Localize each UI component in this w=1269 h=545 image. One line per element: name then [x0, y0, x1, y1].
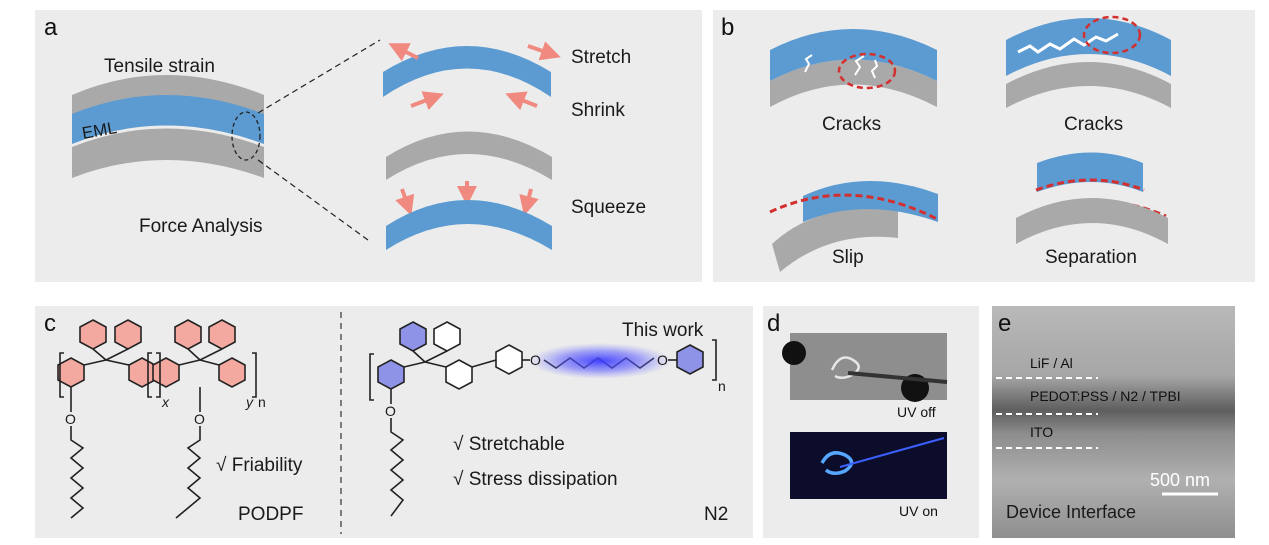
oxygen-label-1: O — [65, 411, 76, 427]
cracks2-highlight — [1082, 15, 1142, 55]
podpf-bracket-mid-2 — [147, 352, 152, 398]
panel-d-label: d — [767, 310, 781, 337]
pedot-label: PEDOT:PSS / N2 / TPBI — [1030, 388, 1181, 404]
scale-bar-label: 500 nm — [1150, 470, 1211, 490]
cracks1-crack-c — [870, 59, 879, 79]
podpf-bracket-mid-1 — [156, 352, 161, 398]
uv-off-label: UV off — [897, 404, 936, 420]
podpf-label: PODPF — [238, 504, 304, 525]
strain-layer-eml — [72, 95, 264, 144]
uv-off-device — [830, 356, 860, 379]
squeeze-arrow-3 — [519, 188, 539, 216]
stretch-arrow-left — [388, 43, 419, 62]
cracks2-crack — [1017, 32, 1119, 54]
separation-label: Separation — [1045, 247, 1137, 268]
tensile-strain-label: Tensile strain — [104, 56, 215, 77]
oxygen-label-3: O — [385, 403, 396, 419]
oxygen-label-5: O — [657, 352, 668, 368]
ito-label: ITO — [1030, 424, 1054, 440]
shrink-arrow-right — [505, 91, 538, 111]
lif-al-label: LiF / Al — [1030, 355, 1073, 371]
uv-on-label: UV on — [899, 503, 938, 519]
squeeze-gray-layer — [386, 131, 552, 180]
photo-uv-on — [790, 432, 947, 499]
uv-off-tweezers — [847, 371, 948, 384]
squeeze-arrow-1 — [395, 188, 415, 216]
this-work-label: This work — [622, 320, 704, 341]
oxygen-label-4: O — [530, 352, 541, 368]
subscript-n-n2: n — [718, 378, 726, 394]
subscript-x: x — [162, 394, 169, 410]
cracks-label-2: Cracks — [1064, 114, 1124, 135]
uv-off-dark-spot-left — [782, 341, 806, 365]
sem-image — [992, 306, 1235, 538]
shrink-arrow-left — [410, 91, 444, 111]
panel-b-label: b — [721, 14, 735, 41]
subscript-y: y — [246, 394, 253, 410]
separation-gray — [1016, 198, 1168, 244]
cracks1-crack-b — [854, 55, 865, 76]
uv-on-glow-device — [820, 451, 854, 475]
cracks2-blue — [1006, 18, 1171, 76]
n2-label: N2 — [704, 504, 729, 525]
n2-bracket-left — [369, 353, 374, 401]
force-analysis-label: Force Analysis — [139, 216, 263, 237]
stretchable-label: √ Stretchable — [453, 434, 565, 455]
shrink-label: Shrink — [571, 100, 625, 121]
slip-blue — [803, 180, 938, 222]
squeeze-blue-layer — [386, 200, 552, 250]
separation-dash-top — [1035, 178, 1145, 192]
zoom-ellipse — [231, 111, 261, 161]
stretch-layer — [383, 46, 551, 97]
panel-c — [35, 306, 753, 538]
podpf-bracket-right — [252, 352, 257, 398]
slip-gray — [772, 208, 898, 272]
podpf-bracket-left — [59, 352, 64, 398]
panel-e-label: e — [998, 310, 1012, 337]
stretch-arrow-right — [527, 41, 561, 61]
slip-label: Slip — [832, 247, 864, 268]
n2-emission-glow — [528, 343, 672, 379]
squeeze-label: Squeeze — [571, 197, 647, 218]
uv-on-tweezers-glow — [839, 437, 945, 468]
device-interface-label: Device Interface — [1006, 502, 1137, 522]
n2-bracket-right — [712, 339, 717, 381]
cracks2-gray — [1006, 62, 1171, 108]
strain-layer-bottom — [72, 128, 264, 178]
panel-c-label: c — [44, 310, 56, 337]
stress-dissipation-label: √ Stress dissipation — [453, 469, 618, 490]
stretch-label: Stretch — [571, 47, 632, 68]
subscript-n-podpf: n — [258, 394, 266, 410]
oxygen-label-2: O — [194, 411, 205, 427]
cracks-label-1: Cracks — [822, 114, 882, 135]
zoom-line-bottom — [257, 159, 369, 241]
cracks1-crack-a — [804, 54, 813, 73]
panel-a-label: a — [44, 14, 58, 41]
friability-label: √ Friability — [216, 455, 303, 476]
zoom-line-top — [257, 39, 381, 114]
cracks1-highlight — [837, 52, 897, 90]
